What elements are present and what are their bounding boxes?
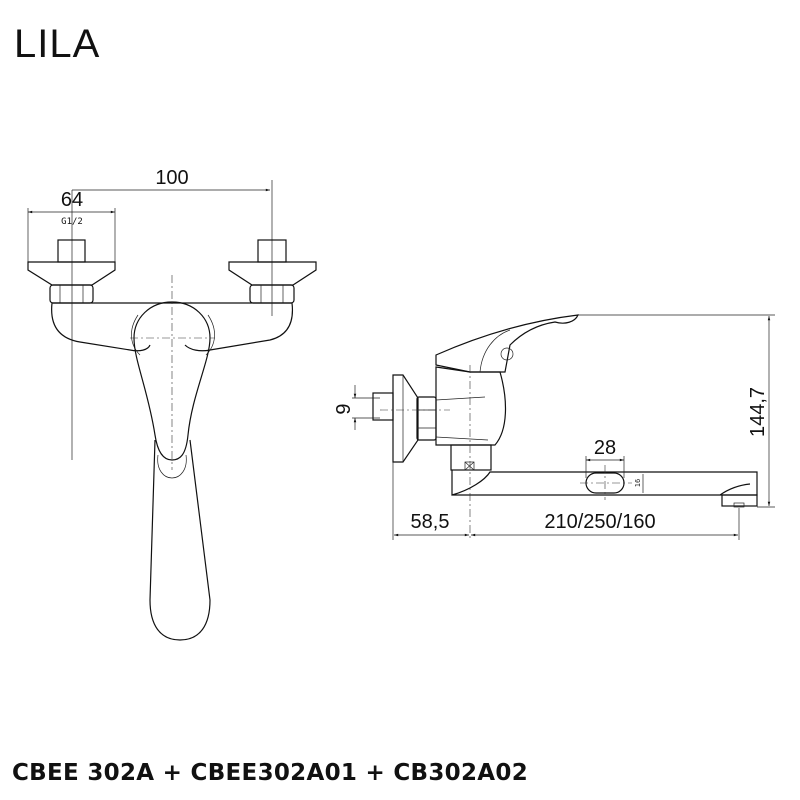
dim-height: 144,7	[747, 387, 769, 437]
side-view: 9 28 16	[333, 314, 775, 540]
dim-aerator-width: 28	[594, 437, 616, 459]
thread-label: G1/2	[61, 217, 83, 227]
front-view: 100 64 G1/2	[27, 167, 317, 641]
dim-wall-offset: 58,5	[411, 511, 450, 533]
product-codes: CBEE 302A + CBEE302A01 + CB302A02	[12, 760, 529, 786]
dim-center-distance: 100	[155, 167, 188, 189]
dim-spout-length: 210/250/160	[544, 511, 655, 533]
dim-aerator-depth: 16	[634, 479, 642, 487]
product-title: LILA	[14, 22, 101, 66]
dim-flange: 64	[61, 189, 83, 211]
dim-pipe-offset: 9	[333, 403, 355, 414]
